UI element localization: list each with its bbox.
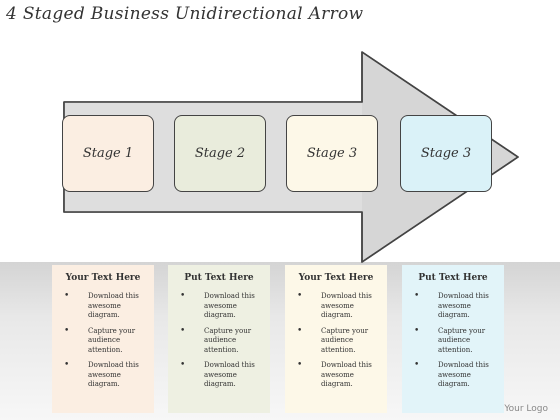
stage-box-3: Stage 3 bbox=[286, 115, 378, 192]
logo-text: Your Logo bbox=[504, 404, 548, 414]
card-bullet: •Capture your audience attention. bbox=[64, 325, 136, 354]
card-bullet: •Download this awesome diagram. bbox=[297, 360, 372, 388]
card-bullet: •Download this awesome diagram. bbox=[64, 291, 139, 319]
text-card-1: Your Text Here •Download this awesome di… bbox=[52, 265, 154, 413]
page-title: 4 Staged Business Unidirectional Arrow bbox=[6, 4, 364, 24]
card-bullet: •Download this awesome diagram. bbox=[180, 360, 255, 388]
card-title: Your Text Here bbox=[65, 273, 141, 283]
card-bullet: •Capture your audience attention. bbox=[297, 325, 369, 354]
card-bullet: •Download this awesome diagram. bbox=[297, 291, 372, 319]
card-bullet: •Download this awesome diagram. bbox=[414, 291, 489, 319]
stage-label: Stage 2 bbox=[194, 146, 246, 161]
card-title: Put Text Here bbox=[418, 273, 488, 283]
stage-label: Stage 3 bbox=[306, 146, 358, 161]
stage-box-1: Stage 1 bbox=[62, 115, 154, 192]
text-card-4: Put Text Here •Download this awesome dia… bbox=[402, 265, 504, 413]
stage-box-4: Stage 3 bbox=[400, 115, 492, 192]
card-title: Your Text Here bbox=[298, 273, 374, 283]
arrow-outline bbox=[63, 51, 519, 263]
text-card-3: Your Text Here •Download this awesome di… bbox=[285, 265, 387, 413]
card-bullet: •Download this awesome diagram. bbox=[64, 360, 139, 388]
card-title: Put Text Here bbox=[184, 273, 254, 283]
card-bullet: •Download this awesome diagram. bbox=[414, 360, 489, 388]
stage-label: Stage 1 bbox=[82, 146, 134, 161]
stage-label: Stage 3 bbox=[420, 146, 472, 161]
text-card-2: Put Text Here •Download this awesome dia… bbox=[168, 265, 270, 413]
card-bullet: •Capture your audience attention. bbox=[180, 325, 252, 354]
stage-box-2: Stage 2 bbox=[174, 115, 266, 192]
card-bullet: •Capture your audience attention. bbox=[414, 325, 486, 354]
card-bullet: •Download this awesome diagram. bbox=[180, 291, 255, 319]
